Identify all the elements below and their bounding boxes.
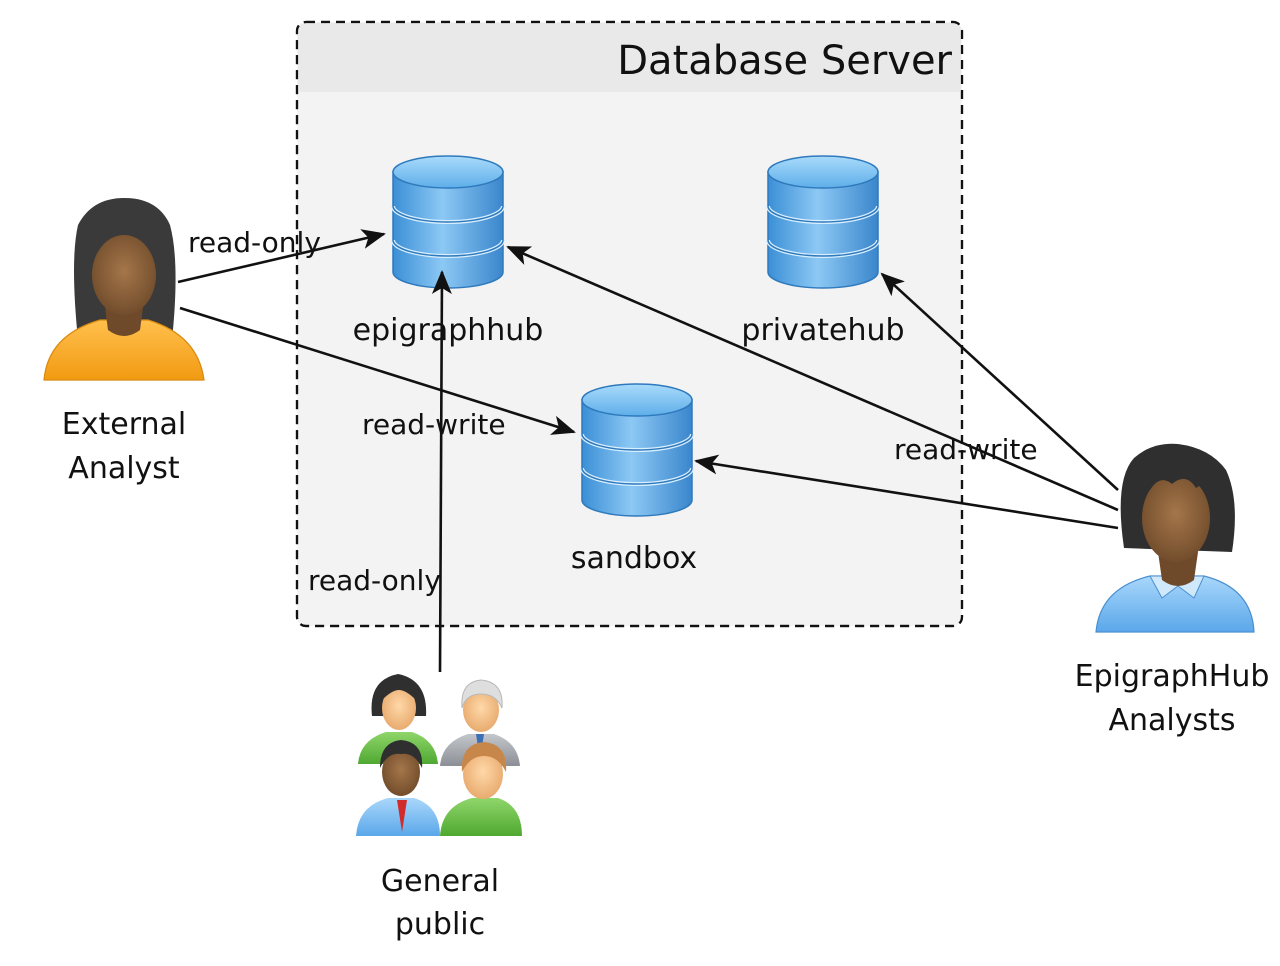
actor-label-public-line1: General [381, 864, 499, 899]
actor-label-external-line1: External [62, 407, 186, 442]
database-epigraphhub[interactable]: epigraphhub [353, 154, 544, 348]
actor-label-analysts-line1: EpigraphHub [1075, 659, 1270, 694]
edge-external-to-epigraphhub [177, 229, 386, 284]
database-server-title: Database Server [617, 38, 952, 84]
database-server-header [298, 23, 961, 92]
edge-label-external-epigraphhub: read-only [188, 226, 321, 259]
actor-external-analyst[interactable]: External Analyst [43, 198, 205, 486]
edge-external-to-sandbox [179, 306, 576, 435]
edge-label-analysts: read-write [894, 433, 1038, 466]
database-icon [580, 382, 694, 518]
group-of-people-icon [356, 674, 522, 836]
person-female-icon [1095, 443, 1255, 633]
database-icon [391, 154, 505, 290]
database-label-privatehub: privatehub [741, 313, 904, 348]
database-label-epigraphhub: epigraphhub [353, 313, 544, 348]
edge-analysts-to-epigraphhub [506, 245, 1119, 512]
edge-analysts-to-sandbox [694, 454, 1119, 530]
database-sandbox[interactable]: sandbox [571, 382, 697, 576]
actor-label-public-line2: public [395, 907, 485, 942]
actor-label-analysts-line2: Analysts [1108, 703, 1235, 738]
database-icon [766, 154, 880, 290]
actor-general-public[interactable]: General public [356, 674, 522, 942]
edge-label-public-epigraphhub: read-only [308, 564, 441, 597]
edge-public-to-epigraphhub [431, 270, 452, 673]
database-label-sandbox: sandbox [571, 541, 697, 576]
edge-analysts-to-privatehub [880, 272, 1119, 491]
database-privatehub[interactable]: privatehub [741, 154, 905, 348]
person-female-icon [43, 198, 205, 381]
actor-label-external-line2: Analyst [68, 451, 180, 486]
actor-epigraphhub-analysts[interactable]: EpigraphHub Analysts [1075, 443, 1270, 738]
edge-label-external-sandbox: read-write [362, 408, 506, 441]
